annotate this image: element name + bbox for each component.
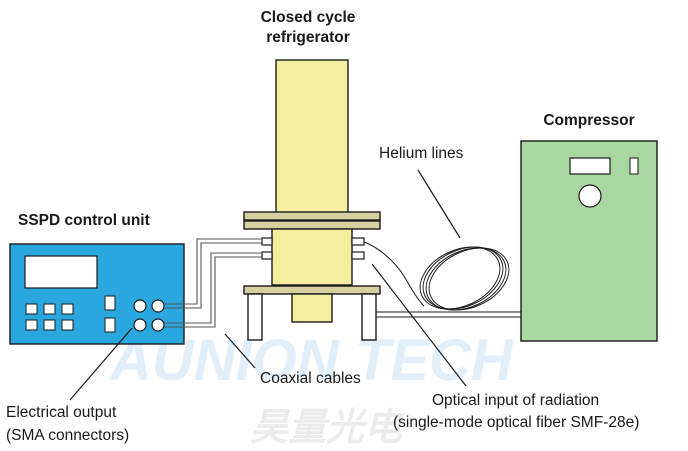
compressor-switch — [629, 157, 639, 175]
control-button — [43, 303, 56, 315]
connector-right-1 — [351, 237, 365, 246]
sma-connector-1 — [133, 299, 147, 313]
control-button — [25, 319, 38, 331]
label-optical-input-line2: (single-mode optical fiber SMF-28e) — [393, 414, 639, 431]
control-button — [43, 319, 56, 331]
leader-electrical — [69, 327, 133, 401]
leader-coaxial — [224, 333, 256, 369]
refrigerator-column — [275, 59, 349, 215]
label-helium-lines: Helium lines — [379, 145, 464, 162]
coaxial-cables — [164, 238, 262, 328]
support-leg-right — [361, 293, 377, 341]
control-button — [61, 303, 74, 315]
optical-fiber — [363, 241, 425, 307]
connector-left-1 — [261, 237, 273, 246]
label-sspd-control-unit: SSPD control unit — [18, 212, 150, 229]
compressor-knob — [578, 184, 602, 208]
label-refrigerator-line2: refrigerator — [266, 29, 350, 46]
refrigerator-base-plate — [243, 285, 381, 295]
leader-helium — [417, 169, 461, 239]
label-electrical-output-line1: Electrical output — [6, 404, 117, 421]
refrigerator-body — [271, 228, 353, 286]
control-unit-display — [24, 255, 98, 289]
control-switch — [104, 295, 116, 311]
helium-lines — [376, 246, 521, 318]
compressor-display — [569, 157, 611, 175]
closed-cycle-refrigerator — [243, 59, 381, 341]
leader-lines — [69, 169, 467, 401]
control-button — [25, 303, 38, 315]
watermark-chinese: 昊量光电 — [250, 407, 405, 449]
label-compressor: Compressor — [543, 112, 634, 129]
sma-connector-2 — [151, 299, 165, 313]
label-refrigerator-line1: Closed cycle — [261, 9, 356, 26]
sma-connector-4 — [151, 318, 165, 332]
control-button — [61, 319, 74, 331]
support-leg-left — [247, 293, 263, 341]
label-coaxial-cables: Coaxial cables — [260, 370, 361, 387]
refrigerator-top-flange — [243, 211, 381, 221]
leader-optical — [371, 263, 467, 387]
control-switch — [104, 317, 116, 333]
sma-connector-3 — [133, 318, 147, 332]
refrigerator-mid-flange — [243, 220, 381, 230]
connector-left-2 — [261, 251, 273, 260]
sspd-control-unit — [9, 243, 185, 345]
label-electrical-output-line2: (SMA connectors) — [6, 427, 129, 444]
connector-right-2 — [351, 251, 365, 260]
cold-head — [291, 293, 333, 323]
compressor — [520, 140, 658, 342]
label-optical-input-line1: Optical input of radiation — [432, 392, 599, 409]
